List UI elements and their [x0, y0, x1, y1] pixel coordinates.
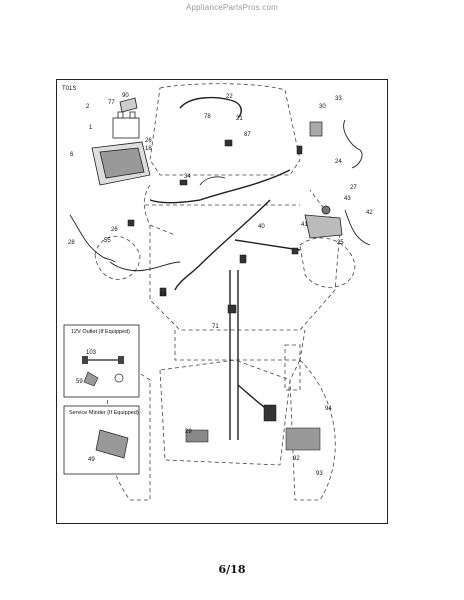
battery-tray	[91, 141, 151, 186]
callout-label: 18	[145, 146, 152, 152]
callout-label: 26	[145, 138, 152, 144]
callout-label: 43	[344, 196, 351, 202]
callout-label: 1	[89, 125, 93, 131]
callouts: 90 2 77 1 26 18 6 22 78 21 87 30 33 34 2…	[68, 93, 373, 477]
ignition-switch	[304, 205, 343, 239]
callout-label: 49	[88, 457, 95, 463]
callout-label: 28	[68, 240, 75, 246]
fender-left	[143, 184, 176, 236]
callout-label: 33	[335, 96, 342, 102]
callout-label: 77	[108, 100, 115, 106]
connectors	[127, 139, 321, 451]
callout-label: 40	[258, 224, 265, 230]
callout-label: 90	[122, 93, 129, 99]
callout-label: 6	[70, 152, 74, 158]
callout-label: 25	[337, 240, 344, 246]
callout-label: 55	[104, 238, 111, 244]
callout-label: 92	[293, 456, 300, 462]
relay	[309, 121, 323, 137]
callout-label: 78	[204, 114, 211, 120]
page-number: 6/18	[218, 563, 246, 576]
front-wheel-right	[299, 237, 356, 288]
callout-label: 103	[86, 350, 97, 356]
inset-service-minder: Service Minder (If Equipped) 49	[63, 405, 140, 475]
callout-label: 34	[184, 174, 191, 180]
callout-label: 41	[301, 222, 308, 228]
watermark-site: AppliancePartsPros.com	[186, 3, 278, 12]
hood-outline	[149, 83, 301, 176]
callout-label: 30	[319, 104, 326, 110]
aux-wires	[69, 119, 371, 272]
callout-label: 93	[316, 471, 323, 477]
callout-label: 26	[111, 227, 118, 233]
main-harness	[149, 96, 301, 440]
callout-label: 16	[160, 292, 167, 298]
inset-service-title: Service Minder (If Equipped)	[69, 410, 139, 416]
callout-label: 2	[86, 104, 90, 110]
pedal-area	[284, 344, 301, 391]
callout-label: 42	[366, 210, 373, 216]
diagram-code: T01S	[62, 86, 76, 92]
front-wheel-left	[94, 235, 141, 280]
callout-label: 59	[76, 379, 83, 385]
diagram-frame	[56, 79, 388, 524]
callout-label: 27	[350, 185, 357, 191]
callout-label: 71	[212, 324, 219, 330]
callout-label: 29	[185, 429, 192, 435]
callout-label: 22	[226, 94, 233, 100]
callout-label: 24	[335, 159, 342, 165]
callout-label: 21	[236, 116, 243, 122]
callout-label: 87	[244, 132, 251, 138]
inset-12v-outlet: 12V Outlet (If Equipped) 103 59	[63, 324, 140, 398]
battery	[112, 97, 140, 139]
callout-label: 94	[325, 406, 332, 412]
rear-deck	[159, 359, 291, 466]
inset-12v-title: 12V Outlet (If Equipped)	[71, 329, 130, 335]
